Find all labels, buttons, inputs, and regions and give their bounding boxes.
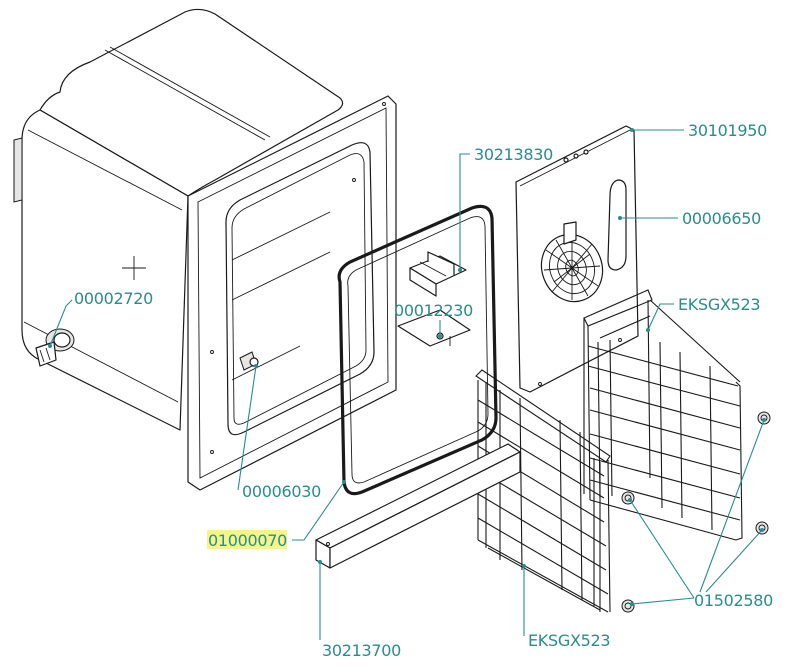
label-00002720[interactable]: 00002720 xyxy=(74,289,153,308)
part-labels: 30101950 30213830 00006650 00002720 0001… xyxy=(74,121,773,660)
label-01000070[interactable]: 01000070 xyxy=(208,531,287,550)
fan-cover-plate xyxy=(515,125,639,393)
leader-lines xyxy=(48,128,766,640)
label-00006650[interactable]: 00006650 xyxy=(682,209,761,228)
label-00012230[interactable]: 00012230 xyxy=(394,301,473,320)
label-00006030[interactable]: 00006030 xyxy=(242,482,321,501)
rack-screws xyxy=(621,411,771,613)
oven-cavity xyxy=(13,8,344,431)
door-gasket xyxy=(337,204,498,496)
label-eksgx523-top[interactable]: EKSGX523 xyxy=(678,295,761,314)
label-eksgx523-bottom[interactable]: EKSGX523 xyxy=(528,631,611,650)
label-30213830[interactable]: 30213830 xyxy=(474,145,553,164)
base-strip xyxy=(315,443,521,569)
label-30101950[interactable]: 30101950 xyxy=(688,121,767,140)
highlight-box xyxy=(207,530,287,549)
drain-fitting xyxy=(35,328,75,367)
rack-right xyxy=(583,289,743,541)
label-01502580[interactable]: 01502580 xyxy=(694,591,773,610)
bracket-30213830 xyxy=(409,251,467,297)
label-30213700[interactable]: 30213700 xyxy=(322,641,401,660)
front-frame xyxy=(187,95,397,491)
fan-grid xyxy=(540,221,604,303)
